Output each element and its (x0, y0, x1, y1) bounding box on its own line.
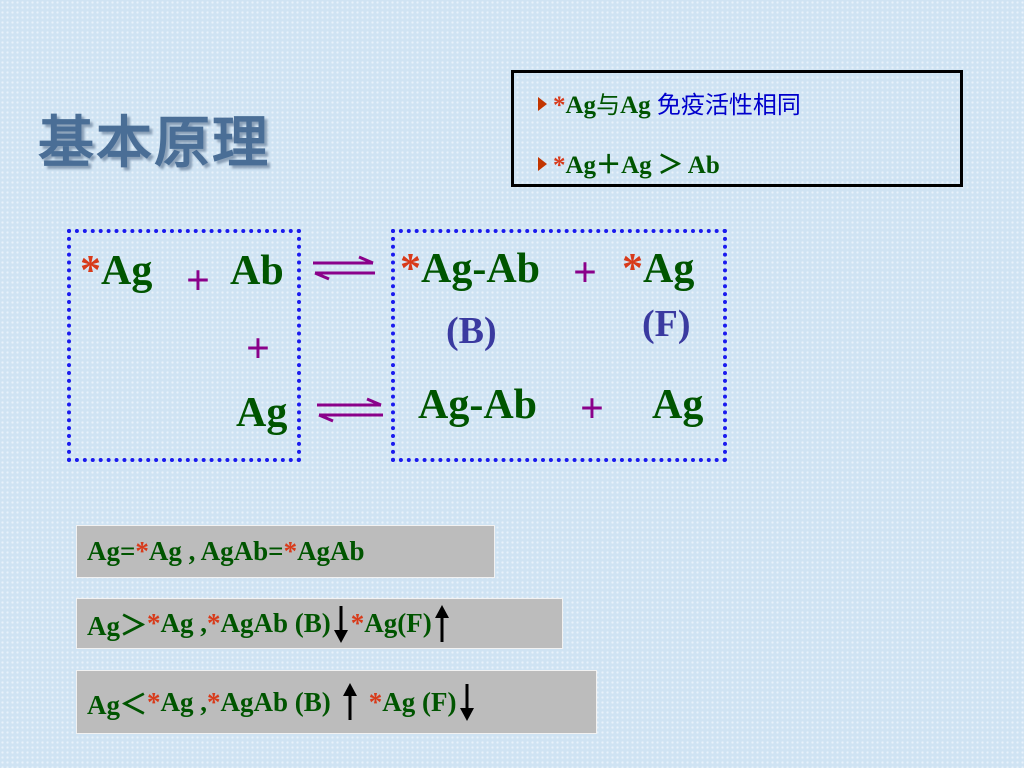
labeled-complex: *Ag-Ab (400, 248, 540, 290)
asterisk: * (350, 608, 365, 638)
bound-label: (B) (446, 310, 497, 352)
plus-sign: + (580, 386, 604, 432)
unlabeled-ag: Ag (236, 390, 288, 436)
summary-text: Ag , (160, 608, 208, 638)
page-title: 基本原理 (38, 111, 270, 176)
bullet-triangle-icon (538, 157, 547, 171)
summary-text: AgAb (B) (220, 686, 331, 717)
free-labeled-ag: *Ag (622, 248, 694, 290)
equilibrium-arrow-icon (313, 255, 375, 281)
asterisk: * (622, 246, 643, 292)
asterisk: * (207, 686, 221, 717)
down-arrow-icon (459, 684, 474, 721)
labeled-ag: *Ag (80, 250, 152, 292)
ag-text: Ag (643, 246, 695, 292)
bullet-triangle-icon (538, 97, 547, 111)
free-unlabeled-ag: Ag (652, 382, 704, 428)
asterisk: * (368, 686, 383, 717)
plus-sign: + (246, 326, 270, 372)
reactants-box (67, 229, 301, 462)
asterisk: * (553, 92, 566, 119)
summary-text: Ag(F) (364, 608, 432, 638)
down-arrow-icon (333, 605, 348, 643)
summary-text: Ag , (160, 686, 208, 717)
note-box: *Ag与Ag 免疫活性相同 *Ag＋Ag ＞ Ab (511, 70, 963, 187)
asterisk: * (147, 686, 161, 717)
summary-text: AgAb (297, 536, 365, 566)
note-ag-labeled: Ag (565, 92, 597, 119)
summary-text: Ag (F) (382, 686, 457, 717)
asterisk: * (80, 248, 101, 294)
ag-text: Ag (101, 248, 153, 294)
asterisk: * (207, 608, 221, 638)
asterisk: * (553, 152, 566, 179)
summary-text: Ag＜ (87, 689, 147, 720)
plus-sign: + (186, 258, 210, 304)
plus-sign: + (573, 250, 597, 296)
antibody-ab: Ab (230, 248, 284, 294)
unlabeled-complex: Ag-Ab (418, 382, 538, 428)
agab-text: Ag-Ab (421, 246, 541, 292)
note-plus: ＋ (596, 152, 622, 179)
asterisk: * (135, 536, 149, 566)
summary-text: Ag= (87, 536, 136, 566)
asterisk: * (283, 536, 298, 566)
note-ag: Ag (621, 152, 652, 179)
up-arrow-icon (434, 604, 449, 642)
summary-less: Ag＜*Ag , *AgAb (B) *Ag (F) (76, 670, 597, 734)
summary-greater: Ag＞*Ag , *AgAb (B) *Ag(F) (76, 598, 563, 649)
note-connector: 与 (596, 91, 621, 119)
summary-equal: Ag= * Ag , AgAb=*AgAb (76, 525, 495, 578)
note-greater-than: ＞ (657, 152, 683, 179)
note-line-2: *Ag＋Ag ＞ Ab (538, 145, 720, 181)
summary-text: Ag＞ (87, 611, 147, 641)
note-ag-labeled: Ag (565, 152, 597, 179)
equilibrium-arrow-icon (317, 397, 383, 423)
note-ab: Ab (687, 152, 720, 179)
products-box (391, 229, 727, 462)
asterisk: * (147, 608, 161, 638)
note-same-activity: 免疫活性相同 (656, 91, 801, 119)
note-ag: Ag (620, 92, 651, 119)
summary-text: Ag , AgAb= (148, 536, 284, 566)
note-line-1: *Ag与Ag 免疫活性相同 (538, 85, 801, 120)
up-arrow-icon (342, 683, 357, 720)
asterisk: * (400, 246, 421, 292)
free-label: (F) (642, 303, 691, 345)
summary-text: AgAb (B) (220, 608, 331, 638)
